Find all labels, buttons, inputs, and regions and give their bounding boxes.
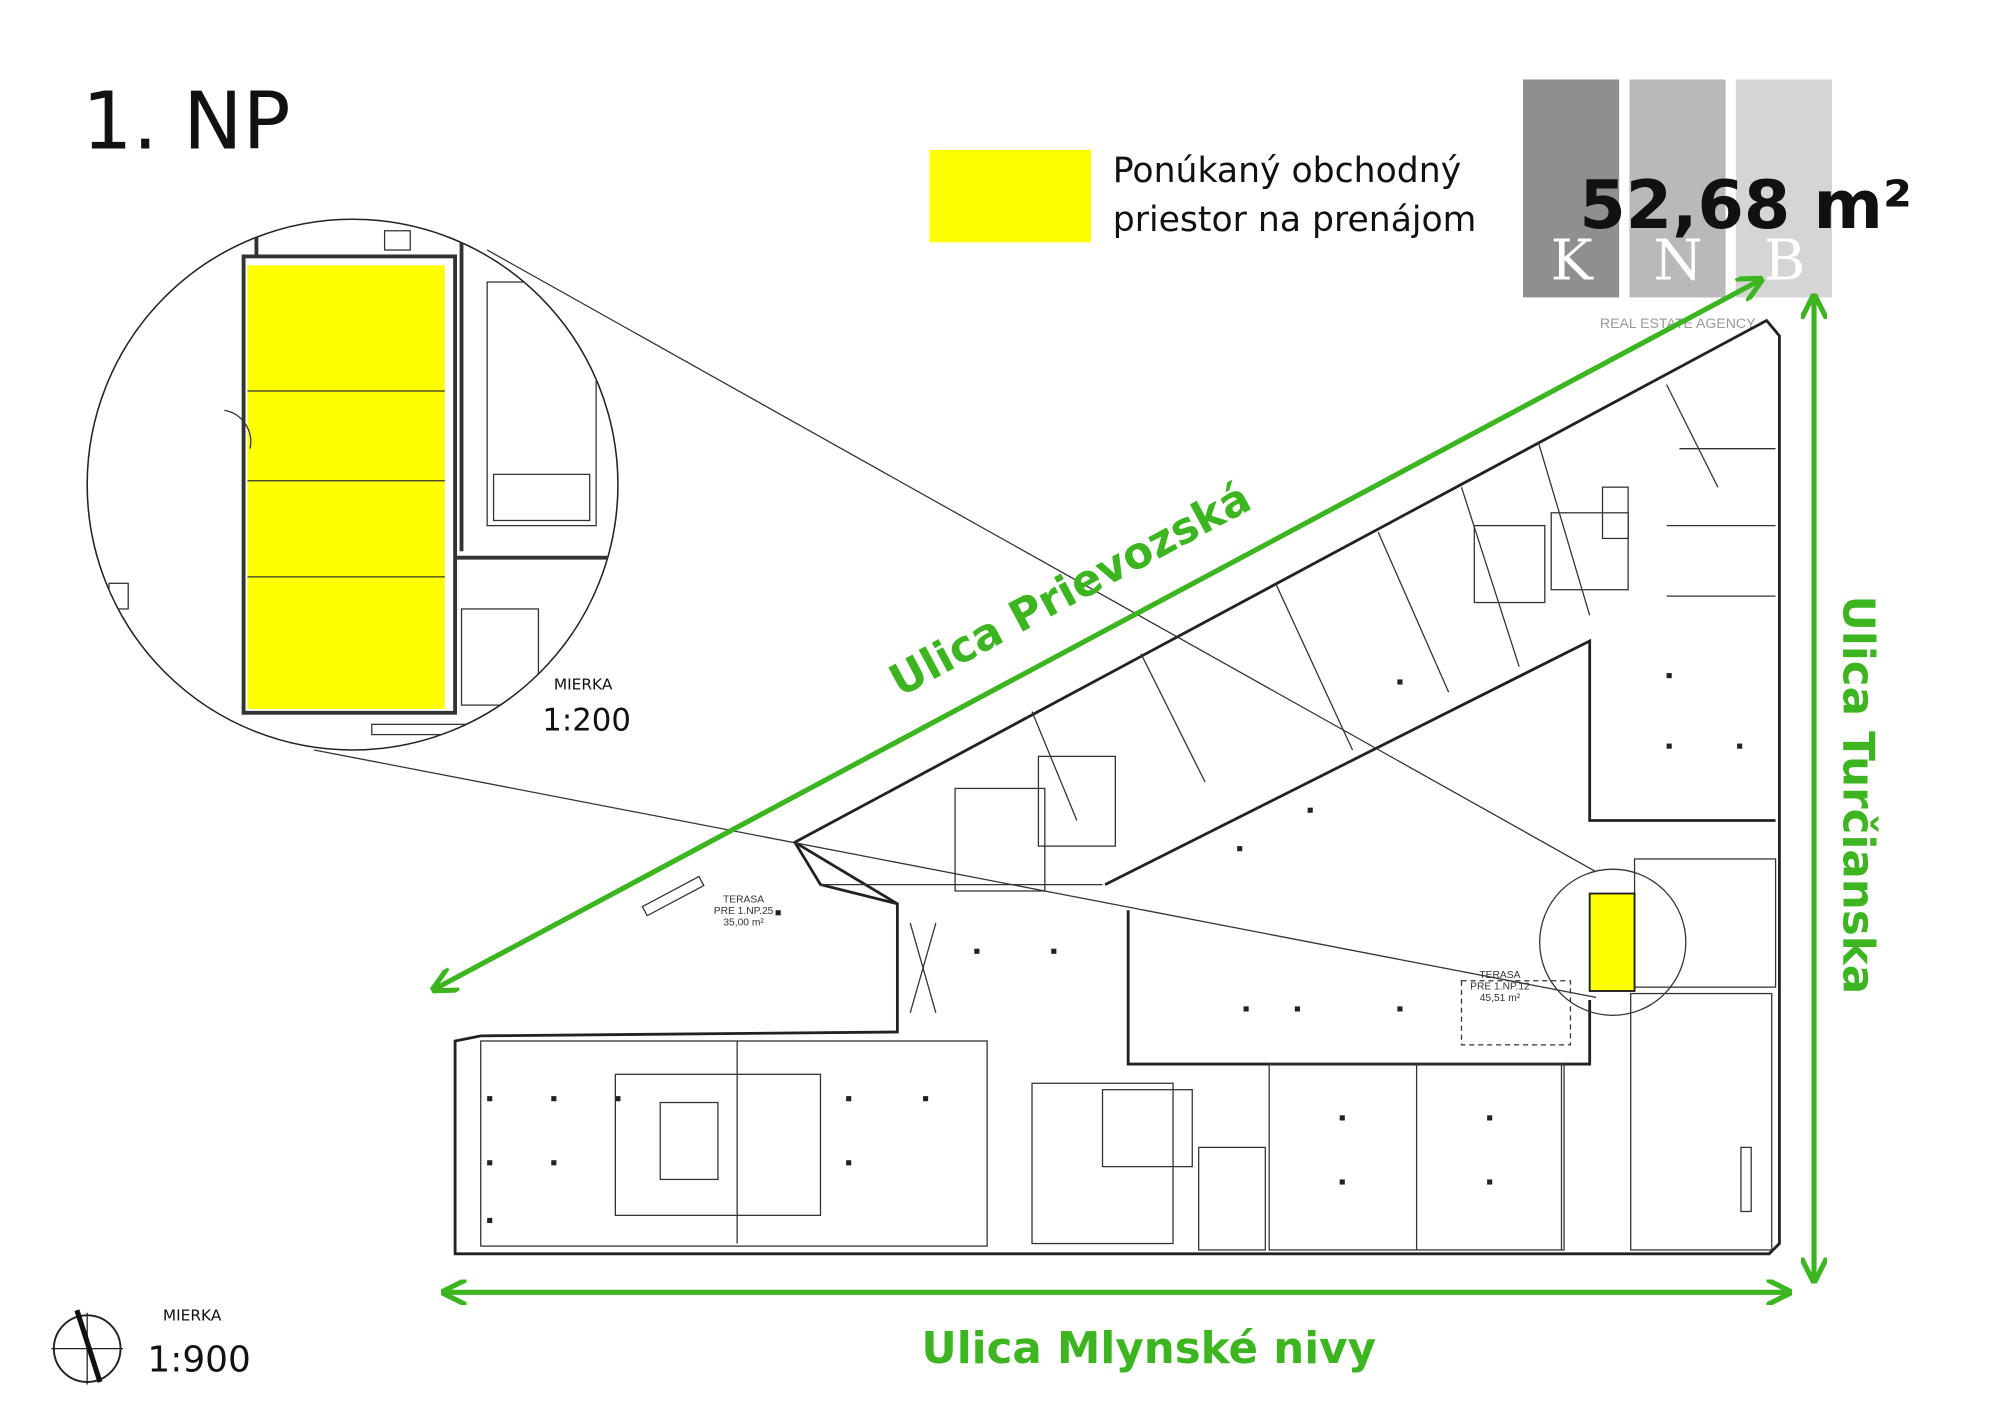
building-plan: TERASA PRE 1.NP.25 35,00 m² TERASA PRE 1… [453,318,1781,1256]
area-value: 52,68 m² [1579,166,1912,244]
terrace-label-25: TERASA PRE 1.NP.25 35,00 m² [714,895,774,929]
svg-text:35,00 m²: 35,00 m² [723,918,764,929]
legend-swatch [929,149,1091,243]
main-scale-value: 1:900 [147,1340,250,1381]
svg-text:PRE 1.NP.25: PRE 1.NP.25 [714,906,774,917]
detail-zoom-circle: MIERKA 1:200 [86,218,631,751]
legend-line-1: Ponúkaný obchodný [1113,151,1461,191]
street-label-mlynske: Ulica Mlynské nivy [921,1324,1376,1374]
floor-title: 1. NP [82,75,290,168]
svg-text:TERASA: TERASA [723,895,764,906]
detail-scale-value: 1:200 [542,703,631,739]
svg-text:45,51 m²: 45,51 m² [1480,993,1521,1004]
svg-text:B: B [1764,228,1805,293]
street-label-turcianska: Ulica Turčianska [1833,596,1883,995]
detail-scale-label: MIERKA [554,676,613,694]
north-arrow-icon [51,1309,124,1385]
street-label-prievozska: Ulica Prievozská [881,473,1259,707]
main-scale-label: MIERKA [163,1306,222,1324]
arrow-prievozska [436,281,1759,989]
offered-unit[interactable] [1588,892,1636,992]
legend-line-2: priestor na prenájom [1113,200,1477,240]
